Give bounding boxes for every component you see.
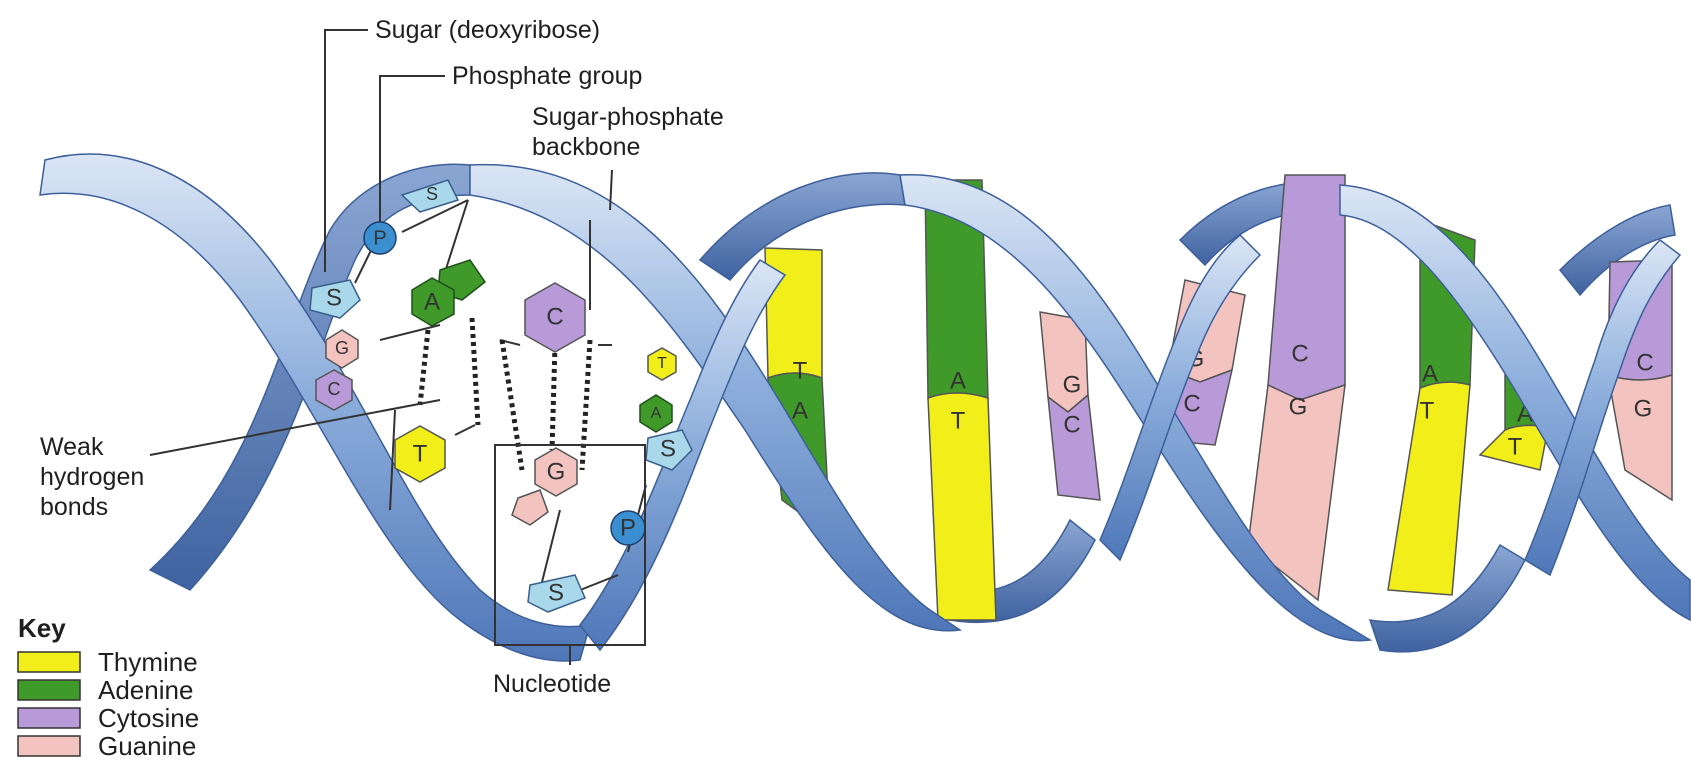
svg-text:S: S: [660, 435, 676, 462]
svg-text:A: A: [424, 288, 440, 315]
svg-text:G: G: [335, 338, 349, 358]
base-letter-a: A: [1422, 360, 1438, 387]
base-letter-a: A: [792, 397, 808, 424]
key-item-guanine: Guanine: [18, 731, 196, 761]
key-title: Key: [18, 613, 66, 643]
svg-text:A: A: [651, 405, 662, 422]
nucleotide-label: Nucleotide: [493, 670, 611, 698]
guanine-segment: [1608, 375, 1672, 500]
base-pair-c-g-1: C G: [1248, 175, 1345, 600]
svg-text:S: S: [548, 579, 564, 606]
weak-bonds-label-line1: Weak: [40, 433, 104, 461]
key-swatch-adenine: [18, 680, 80, 700]
base-letter-c: C: [1291, 340, 1308, 367]
svg-text:S: S: [326, 284, 342, 311]
key-label-adenine: Adenine: [98, 675, 193, 705]
base-letter-t: T: [793, 357, 808, 384]
base-letter-t: T: [951, 407, 966, 434]
thymine-base: T: [395, 426, 445, 482]
base-letter-c: C: [1183, 390, 1200, 417]
base-letter-a: A: [950, 367, 966, 394]
svg-text:P: P: [620, 514, 636, 541]
base-letter-g: G: [1634, 395, 1653, 422]
base-letter-t: T: [1420, 397, 1435, 424]
base-letter-c: C: [1063, 411, 1080, 438]
svg-text:T: T: [413, 440, 428, 467]
svg-text:T: T: [657, 355, 667, 372]
backbone-label-line1: Sugar-phosphate: [532, 103, 724, 131]
adenine-base: A: [412, 260, 485, 326]
phosphate-group: P: [611, 511, 645, 545]
sugar-deoxyribose: S: [528, 575, 585, 612]
sugar-label: Sugar (deoxyribose): [375, 16, 600, 44]
adenine-base-right: A: [640, 395, 672, 432]
key-item-adenine: Adenine: [18, 675, 193, 705]
base-letter-t: T: [1508, 433, 1523, 460]
svg-text:G: G: [547, 458, 566, 485]
phosphate-label: Phosphate group: [452, 62, 642, 90]
phosphate-group: P: [364, 222, 396, 254]
key-swatch-thymine: [18, 652, 80, 672]
svg-text:C: C: [328, 379, 341, 399]
backbone-label-line2: backbone: [532, 133, 640, 161]
weak-bonds-label-line3: bonds: [40, 493, 108, 521]
hydrogen-bond: [582, 340, 590, 470]
key-swatch-cytosine: [18, 708, 80, 728]
key-swatch-guanine: [18, 736, 80, 756]
key-label-guanine: Guanine: [98, 731, 196, 761]
hydrogen-bond: [552, 345, 555, 450]
weak-bonds-label-line2: hydrogen: [40, 463, 144, 491]
base-letter-g: G: [1289, 393, 1308, 420]
hydrogen-bond: [420, 330, 428, 405]
thymine-base-right: T: [648, 348, 676, 380]
svg-text:P: P: [373, 227, 386, 249]
key-item-thymine: Thymine: [18, 647, 198, 677]
svg-text:S: S: [426, 184, 438, 204]
key-label-thymine: Thymine: [98, 647, 198, 677]
hydrogen-bond: [502, 340, 522, 470]
key-item-cytosine: Cytosine: [18, 703, 199, 733]
key-label-cytosine: Cytosine: [98, 703, 199, 733]
svg-text:C: C: [546, 303, 563, 330]
hydrogen-bond: [472, 318, 478, 425]
base-pair-a-t-1: A T: [925, 180, 996, 620]
base-letter-c: C: [1636, 349, 1653, 376]
cytosine-base: C: [525, 283, 585, 352]
key-legend: Key Thymine Adenine Cytosine Guanine: [18, 613, 199, 761]
base-letter-g: G: [1063, 371, 1082, 398]
